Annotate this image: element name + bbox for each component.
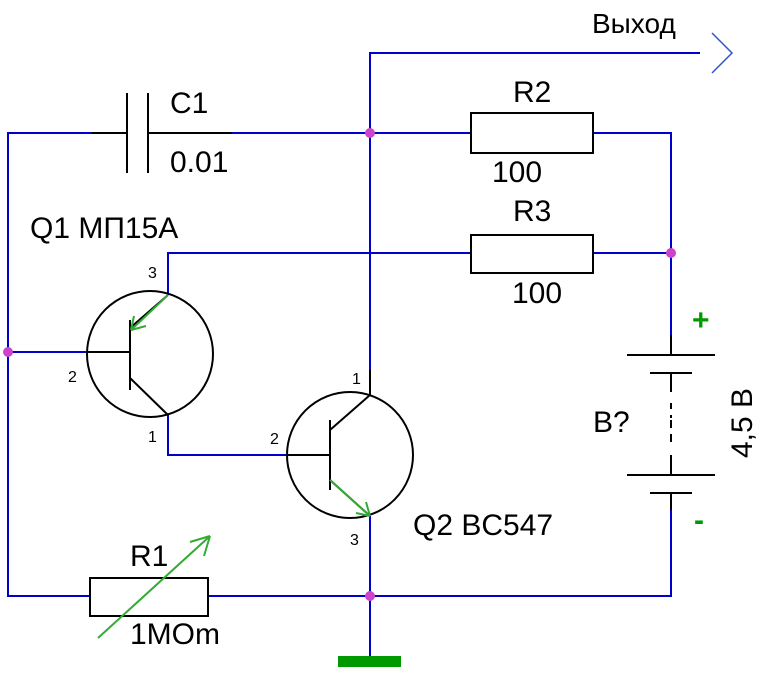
battery-ref: B? [593, 406, 630, 439]
r2-ref: R2 [513, 76, 551, 109]
q1-emitter-arrow-icon [130, 294, 169, 331]
output-arrow-icon [711, 32, 734, 74]
battery [627, 335, 715, 510]
junction-dot [666, 248, 676, 258]
q1-pin-collector: 1 [148, 429, 157, 446]
junction-dot [365, 128, 375, 138]
wire-r2-right [593, 132, 672, 253]
junction-dot [3, 347, 13, 357]
q2-pin-base: 2 [270, 431, 279, 448]
ground-icon [338, 656, 401, 667]
q1-name: Q1 МП15А [30, 212, 178, 245]
q1-pin-emitter: 3 [148, 265, 157, 282]
q2-name: Q2 BC547 [413, 509, 553, 542]
wire-r3-q1 [167, 252, 471, 295]
wire-left-bottom [7, 352, 90, 597]
junction-dot [365, 591, 375, 601]
r3-value: 100 [512, 277, 562, 310]
r3-ref: R3 [513, 195, 551, 228]
junctions [3, 128, 676, 601]
r1-ref: R1 [130, 540, 168, 573]
q1-pin-base: 2 [68, 369, 77, 386]
wire-battery-bottom [370, 510, 672, 597]
resistor-r1 [89, 577, 209, 617]
battery-minus-label: - [694, 504, 704, 537]
transistor-q2 [286, 370, 414, 519]
capacitor-c1 [92, 93, 232, 173]
q2-emitter-arrow-icon [329, 479, 371, 517]
battery-voltage: 4,5 В [726, 388, 759, 458]
wire-left-top [7, 132, 92, 352]
q2-pin-collector: 1 [352, 371, 361, 388]
wires [7, 52, 700, 658]
wire-q1-q2 [167, 415, 288, 456]
wire-output [369, 52, 700, 370]
resistor-r2 [470, 112, 594, 154]
c1-ref: C1 [170, 87, 208, 120]
transistor-q1 [86, 290, 214, 418]
r2-value: 100 [492, 156, 542, 189]
r1-value: 1MOm [130, 618, 220, 651]
output-label: Выход [592, 8, 676, 39]
resistor-r3 [470, 234, 594, 274]
r1-variable-arrow-icon [97, 535, 211, 639]
q2-pin-emitter: 3 [350, 532, 359, 549]
battery-plus-label: + [692, 304, 710, 337]
c1-value: 0.01 [170, 146, 228, 179]
